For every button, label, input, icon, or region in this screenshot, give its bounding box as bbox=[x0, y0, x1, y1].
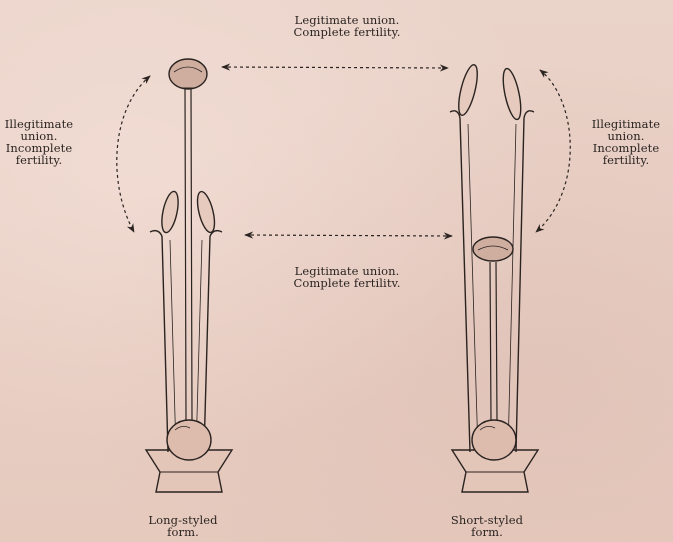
long-anther-left bbox=[159, 190, 181, 234]
label-line: fertility. bbox=[2, 154, 76, 166]
illegitimate-union-left-label: Illegitimate union. Incomplete fertility… bbox=[2, 118, 76, 166]
long-styled-caption: Long-styled form. bbox=[128, 514, 238, 538]
short-styled-caption: Short-styled form. bbox=[432, 514, 542, 538]
illegitimate-union-right-label: Illegitimate union. Incomplete fertility… bbox=[580, 118, 672, 166]
long-anther-right bbox=[194, 190, 218, 234]
short-ovary bbox=[472, 420, 516, 460]
caption-line: form. bbox=[432, 526, 542, 538]
label-line: Complete fertility. bbox=[262, 26, 432, 38]
short-anther-right bbox=[500, 67, 525, 121]
right-illegitimate-arrow bbox=[536, 70, 570, 232]
short-anther-left bbox=[455, 63, 481, 117]
left-illegitimate-arrow bbox=[117, 76, 150, 232]
label-line: fertility. bbox=[580, 154, 672, 166]
caption-line: form. bbox=[128, 526, 238, 538]
short-stigma bbox=[473, 237, 513, 261]
label-line: Complete fertilitv. bbox=[262, 277, 432, 289]
legitimate-union-middle-label: Legitimate union. Complete fertilitv. bbox=[262, 265, 432, 289]
legitimate-union-top-label: Legitimate union. Complete fertility. bbox=[262, 14, 432, 38]
top-legitimate-arrow bbox=[222, 67, 448, 68]
long-style bbox=[185, 88, 192, 420]
long-styled-flower bbox=[146, 59, 232, 492]
long-stigma bbox=[169, 59, 207, 89]
short-styled-flower bbox=[450, 63, 538, 492]
long-ovary bbox=[167, 420, 211, 460]
short-style bbox=[490, 262, 497, 420]
middle-legitimate-arrow bbox=[245, 235, 452, 236]
